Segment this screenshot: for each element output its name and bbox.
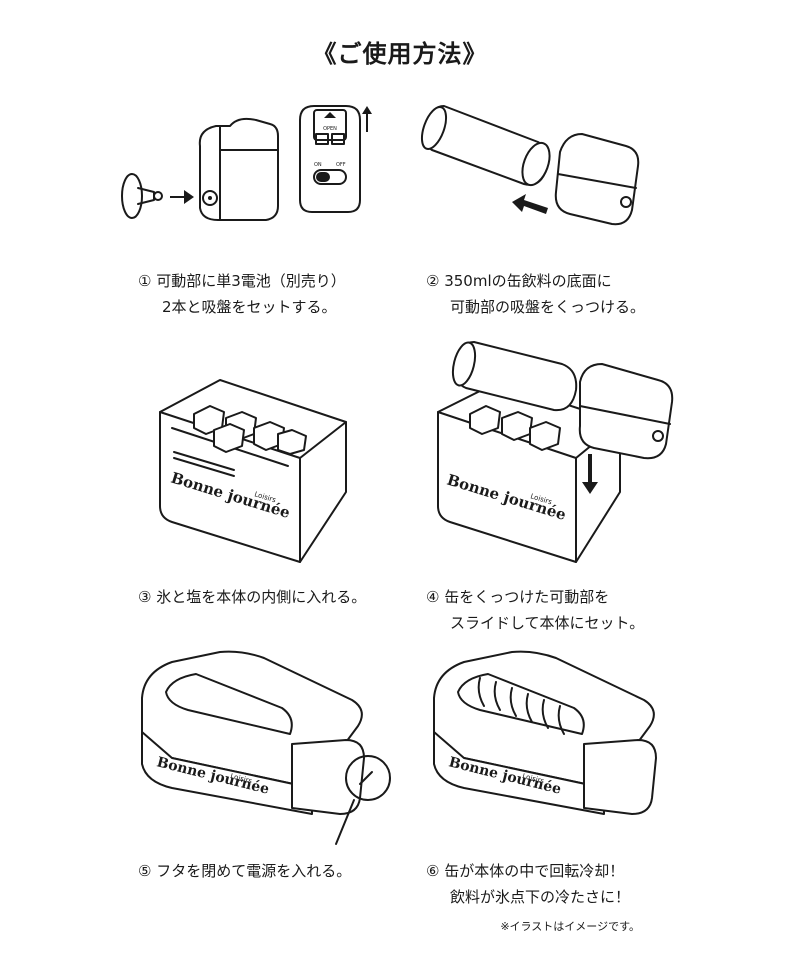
step1-caption: ① 可動部に単3電池（別売り） 2本と吸盤をセットする。: [138, 268, 346, 320]
can-icon: [420, 105, 551, 187]
step6-caption: ⑥ 缶が本体の中で回転冷却！ 飲料が氷点下の冷たさに！: [426, 858, 630, 910]
off-label: OFF: [336, 162, 346, 168]
illustration-note: ※イラストはイメージです。: [500, 920, 640, 933]
cooler-body-icon: [159, 379, 347, 563]
page-title: 《ご使用方法》: [312, 40, 488, 68]
on-label: ON: [314, 162, 322, 168]
cooler-rotating-icon: [433, 650, 657, 815]
step2-line2: 可動部の吸盤をくっつける。: [450, 298, 646, 316]
step1-line1: ① 可動部に単3電池（別売り）: [138, 272, 346, 290]
step4-illustration: Bonne journée Loisirs: [430, 326, 680, 566]
ice-cubes-icon: [469, 405, 561, 451]
can-icon: [451, 341, 578, 412]
open-label: OPEN: [323, 126, 337, 132]
step2-caption: ② 350mlの缶飲料の底面に 可動部の吸盤をくっつける。: [426, 268, 645, 320]
step4-line2: スライドして本体にセット。: [450, 614, 645, 632]
step3-line1: ③ 氷と塩を本体の内側に入れる。: [138, 588, 367, 606]
step6-line2: 飲料が氷点下の冷たさに！: [450, 888, 631, 906]
cooler-closed-icon: [141, 650, 391, 845]
movable-unit-icon: [198, 117, 279, 221]
step6-line1: ⑥ 缶が本体の中で回転冷却！: [426, 862, 625, 880]
step6-illustration: Bonne journée Loisirs: [424, 648, 674, 838]
battery-cover-icon: OPEN ON OFF: [299, 105, 361, 213]
step5-line1: ⑤ フタを閉めて電源を入れる。: [138, 862, 352, 880]
step4-caption: ④ 缶をくっつけた可動部を スライドして本体にセット。: [426, 584, 644, 636]
arrow-up-icon: [362, 106, 372, 132]
ice-cubes-icon: [193, 405, 307, 455]
step5-illustration: Bonne journée Loisirs: [132, 648, 392, 848]
step1-line2: 2本と吸盤をセットする。: [162, 298, 337, 316]
step2-line1: ② 350mlの缶飲料の底面に: [426, 272, 612, 290]
step5-caption: ⑤ フタを閉めて電源を入れる。: [138, 858, 351, 884]
arrow-left-icon: [512, 194, 548, 214]
arrow-right-icon: [170, 190, 194, 204]
suction-cup-icon: [121, 173, 163, 219]
movable-unit-icon: [578, 363, 674, 460]
step3-caption: ③ 氷と塩を本体の内側に入れる。: [138, 584, 366, 610]
step2-illustration: [420, 92, 660, 242]
step4-line1: ④ 缶をくっつけた可動部を: [426, 588, 610, 606]
step3-illustration: Bonne journée Loisirs: [150, 372, 360, 572]
arrow-down-icon: [582, 454, 598, 494]
movable-unit-icon: [554, 133, 640, 226]
step1-illustration: OPEN ON OFF: [110, 96, 380, 236]
